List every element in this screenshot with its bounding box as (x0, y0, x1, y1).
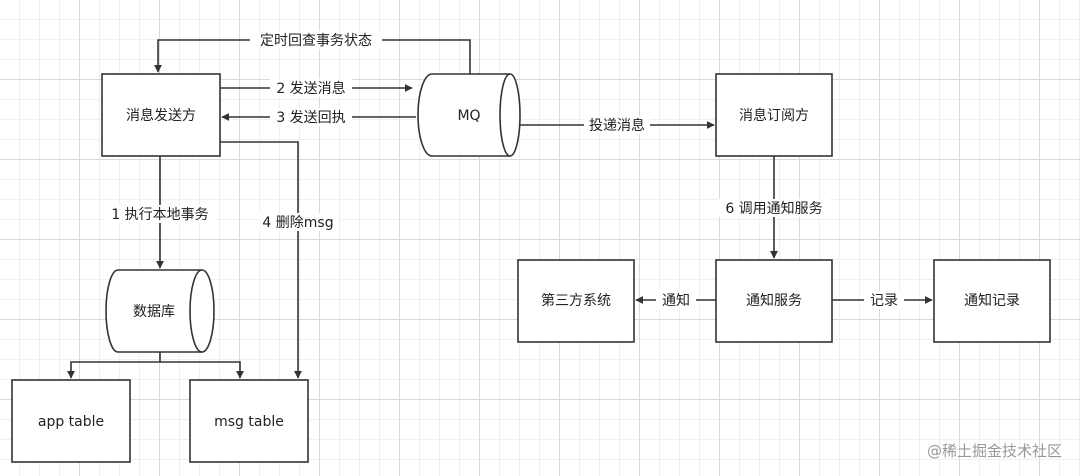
edge-label-send-receipt: 3 发送回执 (276, 110, 345, 126)
node-label-sender: 消息发送方 (126, 107, 196, 124)
edge-label-call-notify: 6 调用通知服务 (725, 200, 822, 217)
node-app-table: app table (11, 379, 131, 463)
edge-label-record: 记录 (870, 293, 898, 309)
edge-label-delete-msg: 4 删除msg (262, 215, 333, 231)
node-third-party: 第三方系统 (517, 259, 635, 343)
node-notify-record: 通知记录 (933, 259, 1051, 343)
node-label-notify-service: 通知服务 (746, 292, 802, 309)
edge-label-check-status: 定时回查事务状态 (260, 33, 372, 49)
edge-label-send-msg: 2 发送消息 (276, 80, 345, 97)
node-label-msg-table: msg table (214, 414, 284, 430)
edge-label-local-tx: 1 执行本地事务 (111, 207, 208, 223)
node-database: 数据库 (105, 269, 215, 353)
edge-db-msg-table (160, 361, 244, 379)
node-label-subscriber: 消息订阅方 (739, 107, 809, 124)
node-mq: MQ (417, 73, 521, 157)
watermark: @稀土掘金技术社区 (927, 442, 1062, 460)
node-label-mq: MQ (457, 108, 480, 124)
node-label-app-table: app table (38, 414, 104, 430)
edge-label-notify: 通知 (662, 292, 690, 309)
node-label-database: 数据库 (133, 304, 175, 320)
edge-db-app-table (67, 352, 161, 379)
node-label-notify-record: 通知记录 (964, 292, 1020, 309)
node-sender: 消息发送方 (101, 73, 221, 157)
node-label-third-party: 第三方系统 (541, 292, 611, 309)
node-notify-service: 通知服务 (715, 259, 833, 343)
node-msg-table: msg table (189, 379, 309, 463)
edge-delete-msg (220, 141, 302, 379)
node-subscriber: 消息订阅方 (715, 73, 833, 157)
edge-label-deliver-msg: 投递消息 (589, 117, 645, 134)
